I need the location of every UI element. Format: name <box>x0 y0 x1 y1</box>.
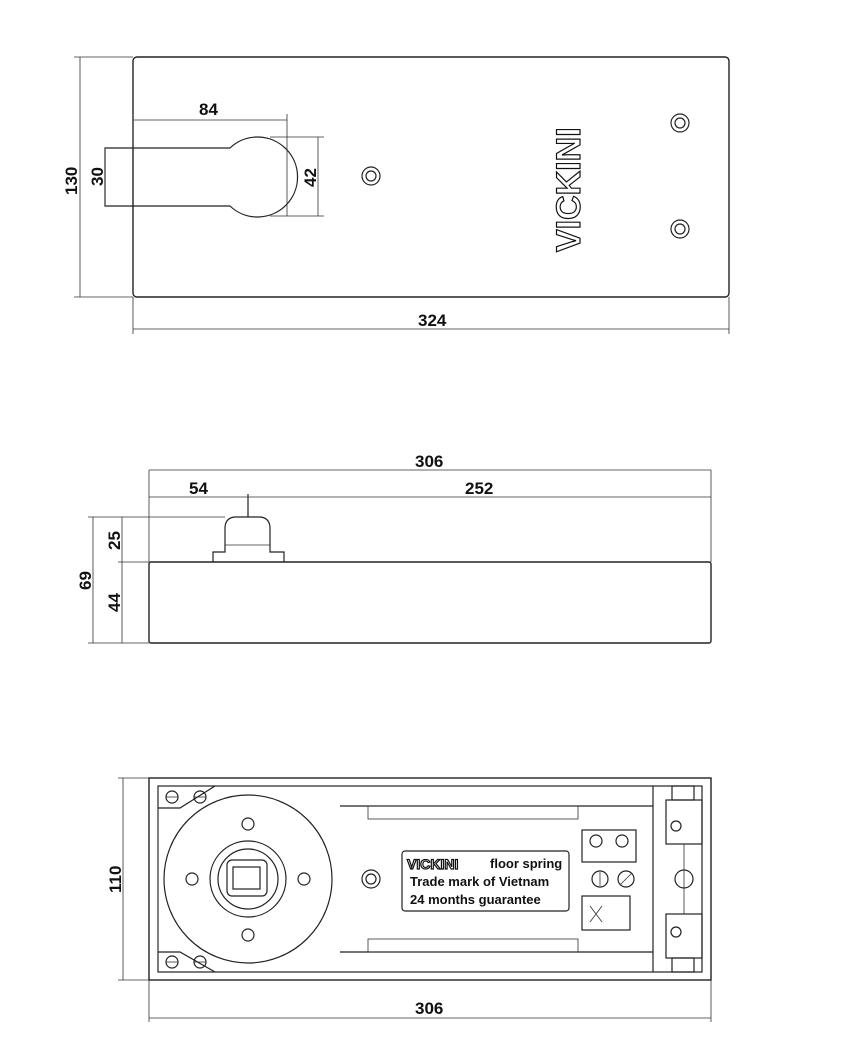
dim-arm-width: 30 <box>88 167 107 186</box>
top-view: VICKINI 130 30 84 42 324 <box>62 56 730 334</box>
cover-plate <box>132 56 730 298</box>
bottom-box-outer <box>148 777 712 981</box>
label-brand: VICKINI <box>407 856 458 872</box>
speed-valve-icon <box>589 834 603 848</box>
dim-total-height: 69 <box>76 571 95 590</box>
dim-remaining-length: 252 <box>465 479 493 498</box>
dim-bottom-width: 110 <box>106 866 125 893</box>
arm-outline <box>104 136 299 218</box>
screw-icon <box>361 166 381 186</box>
screw-icon <box>670 113 690 133</box>
adjustment-panel <box>581 829 637 931</box>
dim-spindle-height: 25 <box>105 531 124 550</box>
label-line3: 24 months guarantee <box>410 892 541 907</box>
spindle-square <box>226 859 268 897</box>
label-plate: VICKINI floor spring Trade mark of Vietn… <box>401 850 570 912</box>
dim-spindle-offset-side: 54 <box>189 479 208 498</box>
label-line1-suffix: floor spring <box>490 856 562 871</box>
latch-valve-icon <box>615 834 629 848</box>
right-end-mechanism <box>652 785 703 973</box>
dim-overall-length-top: 324 <box>418 311 447 330</box>
mounting-hole-icon <box>185 817 311 942</box>
dim-overall-length-side: 306 <box>415 452 443 471</box>
screw-icon <box>670 219 690 239</box>
side-body <box>148 561 712 644</box>
dim-spindle-offset: 84 <box>199 100 218 119</box>
brand-logo: VICKINI <box>550 127 588 252</box>
dim-bottom-length: 306 <box>415 999 443 1018</box>
side-view: 306 54 252 69 25 44 <box>76 452 712 644</box>
bottom-view: VICKINI floor spring Trade mark of Vietn… <box>106 777 712 1022</box>
screw-icon <box>361 869 381 889</box>
spindle <box>212 516 285 562</box>
dim-boss-diameter: 42 <box>301 168 320 187</box>
dim-body-height: 44 <box>105 593 124 612</box>
dim-overall-width: 130 <box>62 167 81 195</box>
pivot-disk <box>163 794 333 964</box>
corner-screw-icon <box>165 790 207 969</box>
label-line2: Trade mark of Vietnam <box>410 874 549 889</box>
